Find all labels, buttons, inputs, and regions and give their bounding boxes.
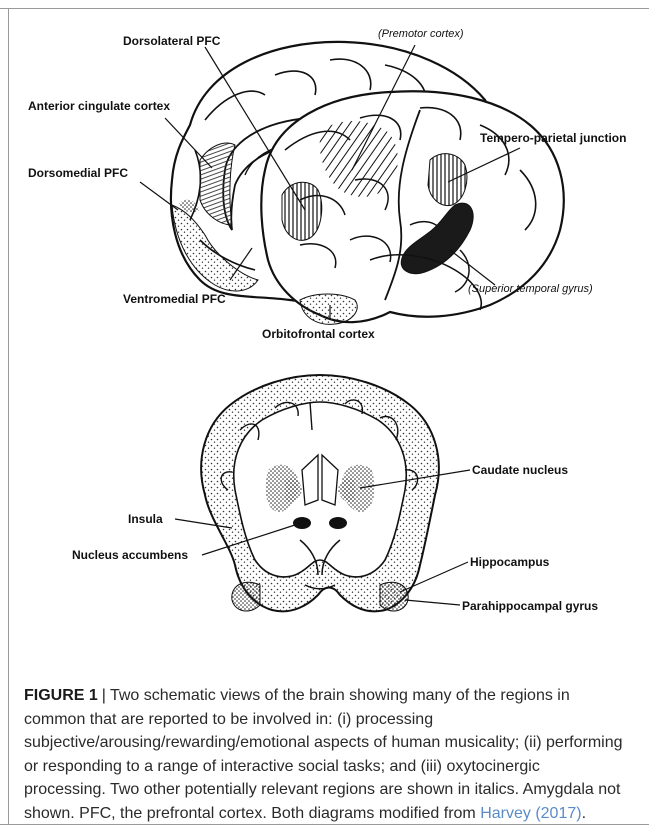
reference-link[interactable]: Harvey (2017) bbox=[480, 805, 581, 822]
label-dorsolateral-pfc: Dorsolateral PFC bbox=[123, 34, 221, 48]
label-parahippocampal-gyrus: Parahippocampal gyrus bbox=[462, 599, 598, 613]
label-tempero-parietal-junction: Tempero-parietal junction bbox=[480, 131, 626, 145]
label-dorsomedial-pfc: Dorsomedial PFC bbox=[28, 166, 128, 180]
figure-label: FIGURE 1 bbox=[24, 687, 98, 704]
figure-caption: FIGURE 1|Two schematic views of the brai… bbox=[24, 684, 624, 825]
label-orbitofrontal-cortex: Orbitofrontal cortex bbox=[262, 327, 375, 341]
label-hippocampus: Hippocampus bbox=[470, 555, 550, 569]
lower-brain-coronal-section bbox=[201, 375, 439, 611]
brain-diagrams: Dorsolateral PFC (Premotor cortex) Anter… bbox=[0, 0, 649, 680]
label-premotor-cortex: (Premotor cortex) bbox=[378, 28, 464, 40]
label-caudate-nucleus: Caudate nucleus bbox=[472, 463, 568, 477]
caption-text: Two schematic views of the brain showing… bbox=[24, 687, 623, 822]
label-insula: Insula bbox=[128, 512, 163, 526]
label-ventromedial-pfc: Ventromedial PFC bbox=[123, 292, 226, 306]
label-anterior-cingulate-cortex: Anterior cingulate cortex bbox=[28, 99, 170, 113]
label-nucleus-accumbens: Nucleus accumbens bbox=[72, 548, 188, 562]
caption-end: . bbox=[582, 805, 586, 822]
caption-separator: | bbox=[98, 687, 110, 704]
label-superior-temporal-gyrus: (Superior temporal gyrus) bbox=[468, 283, 593, 295]
